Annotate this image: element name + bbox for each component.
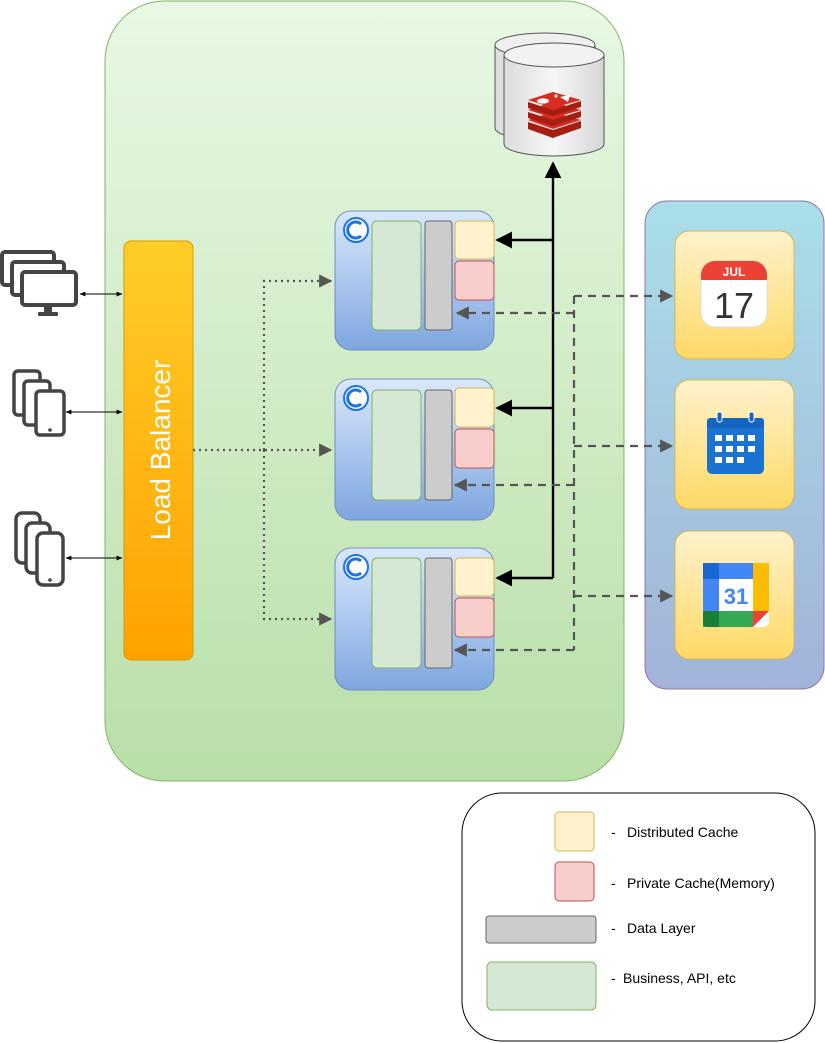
distributed-cache-block [454,557,495,597]
apple-calendar-month: JUL [723,265,746,279]
legend-separator: - [611,824,616,840]
load-balancer-label: Load Balancer [145,360,176,541]
redis-icon [528,92,581,138]
private-cache-block [454,428,495,469]
tablet-icon [12,369,66,437]
calendar-sync-links [453,289,674,657]
google-calendar-icon: 31 [703,563,769,627]
google-calendar-day: 31 [724,584,748,609]
legend-swatch-data-layer [485,915,597,944]
legend-swatch-distributed-cache [554,811,595,852]
outlook-calendar-icon [707,411,764,474]
legend-separator: - [611,920,616,936]
private-cache-block [454,597,495,638]
legend-swatch-business-api [486,961,597,1011]
data-layer-block [424,220,453,331]
distributed-cache-block [454,220,495,260]
private-cache-block [454,260,495,301]
business-api-block [371,220,422,331]
client-links [65,291,123,561]
redis-cache-store [494,32,605,157]
outlook-calendar-card[interactable] [674,379,795,510]
load-balancer[interactable]: Load Balancer [123,240,194,661]
blazor-icon [343,385,369,411]
legend-label-data-layer: Data Layer [627,920,696,936]
apple-calendar-card[interactable]: JUL 17 [674,230,795,360]
legend: - Distributed Cache - Private Cache(Memo… [461,792,816,1042]
distributed-cache-links [495,161,562,587]
mobile-phone-icon [14,511,65,587]
data-layer-block [424,389,453,501]
google-calendar-card[interactable]: 31 [674,530,795,660]
blazor-icon [343,554,369,580]
app-server[interactable] [334,547,495,691]
legend-separator: - [611,970,616,986]
load-balancer-routes [193,274,333,626]
app-server[interactable] [334,378,495,521]
legend-label-distributed-cache: Distributed Cache [627,824,738,840]
legend-separator: - [611,875,616,891]
data-layer-block [424,557,453,669]
apple-calendar-icon: JUL 17 [700,260,768,328]
business-api-block [371,389,422,501]
app-server[interactable] [334,210,495,351]
legend-swatch-private-cache [554,861,595,902]
legend-label-private-cache: Private Cache(Memory) [627,875,775,891]
legend-label-business-api: Business, API, etc [623,970,736,986]
desktop-icon [0,250,78,316]
apple-calendar-day: 17 [714,285,754,326]
blazor-icon [343,217,369,243]
business-api-block [371,557,422,669]
distributed-cache-block [454,387,495,428]
